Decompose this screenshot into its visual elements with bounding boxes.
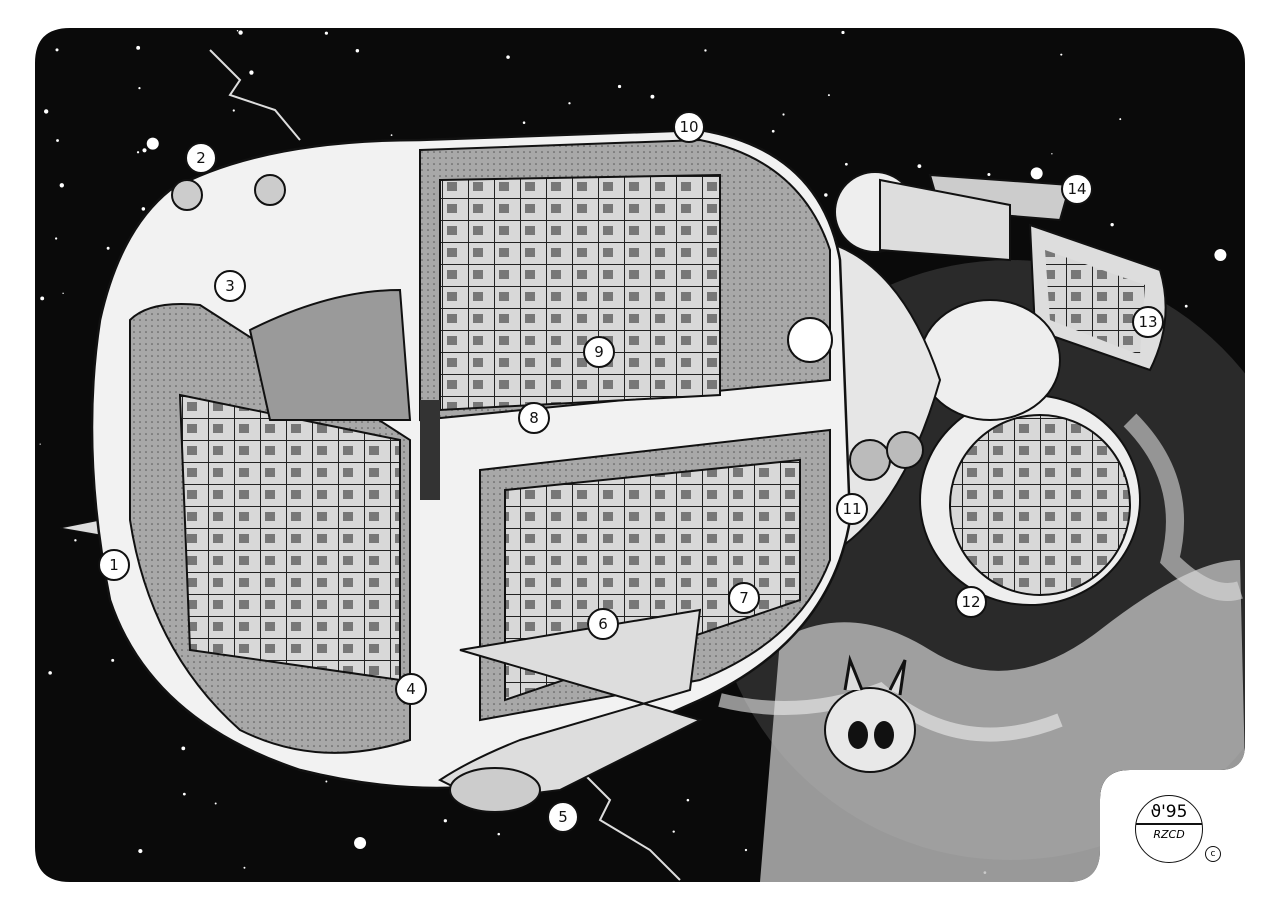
star <box>324 31 328 35</box>
star <box>138 87 141 90</box>
star <box>672 830 675 833</box>
star <box>522 121 526 124</box>
callout-1: 1 <box>98 549 130 581</box>
callout-3: 3 <box>214 270 246 302</box>
star <box>249 70 254 75</box>
star <box>568 102 571 105</box>
star <box>1119 118 1122 121</box>
star <box>617 84 622 89</box>
callout-6: 6 <box>587 608 619 640</box>
star <box>106 246 110 250</box>
star <box>1214 248 1227 261</box>
star <box>146 137 159 150</box>
star <box>44 109 49 114</box>
star <box>40 296 45 301</box>
star <box>1110 222 1114 227</box>
star <box>771 129 775 133</box>
rear-engine-section <box>819 171 1167 606</box>
callout-12: 12 <box>955 586 987 618</box>
callout-8: 8 <box>518 402 550 434</box>
star <box>1030 167 1043 180</box>
star <box>355 49 360 53</box>
star <box>844 162 848 166</box>
star <box>497 832 501 836</box>
star <box>182 792 186 796</box>
star <box>1060 53 1063 56</box>
signature-name: RZCD <box>1153 828 1185 841</box>
copyright-mark: c <box>1205 846 1221 862</box>
star <box>987 173 991 177</box>
star <box>841 30 845 35</box>
star <box>390 134 393 136</box>
star <box>136 45 141 50</box>
small-fighter-craft <box>824 654 916 773</box>
star <box>181 746 186 751</box>
star <box>243 866 246 869</box>
callout-5: 5 <box>547 801 579 833</box>
lightning <box>579 769 681 881</box>
star <box>686 798 690 802</box>
star <box>59 183 64 188</box>
star <box>74 539 77 542</box>
main-hull <box>90 128 852 813</box>
star <box>354 836 367 849</box>
star <box>238 30 243 35</box>
star <box>782 113 785 116</box>
star <box>55 237 58 240</box>
star <box>744 848 748 852</box>
star <box>827 94 830 97</box>
callout-4: 4 <box>395 673 427 705</box>
callout-14: 14 <box>1061 173 1093 205</box>
callout-2: 2 <box>185 142 217 174</box>
star <box>56 139 59 142</box>
callout-9: 9 <box>583 336 615 368</box>
star <box>443 819 447 823</box>
callout-11: 11 <box>836 493 868 525</box>
star <box>39 443 41 445</box>
star <box>704 49 707 52</box>
star <box>236 30 239 32</box>
star <box>917 164 922 169</box>
star <box>1184 304 1188 308</box>
star <box>138 848 143 854</box>
star <box>214 802 217 805</box>
star <box>650 94 655 99</box>
star <box>232 109 235 112</box>
star <box>325 780 328 783</box>
star <box>48 671 52 675</box>
star <box>111 658 115 662</box>
star <box>506 55 510 59</box>
lightning <box>209 49 301 141</box>
star <box>136 151 140 154</box>
star <box>824 193 828 197</box>
star <box>62 292 64 295</box>
callout-10: 10 <box>673 111 705 143</box>
artist-signature: ϑ'95 RZCD <box>1135 795 1203 863</box>
star <box>142 148 147 153</box>
star <box>55 48 59 52</box>
star <box>1051 153 1053 155</box>
signature-year: ϑ'95 <box>1136 802 1202 825</box>
star <box>141 207 146 211</box>
callout-7: 7 <box>728 582 760 614</box>
callout-13: 13 <box>1132 306 1164 338</box>
